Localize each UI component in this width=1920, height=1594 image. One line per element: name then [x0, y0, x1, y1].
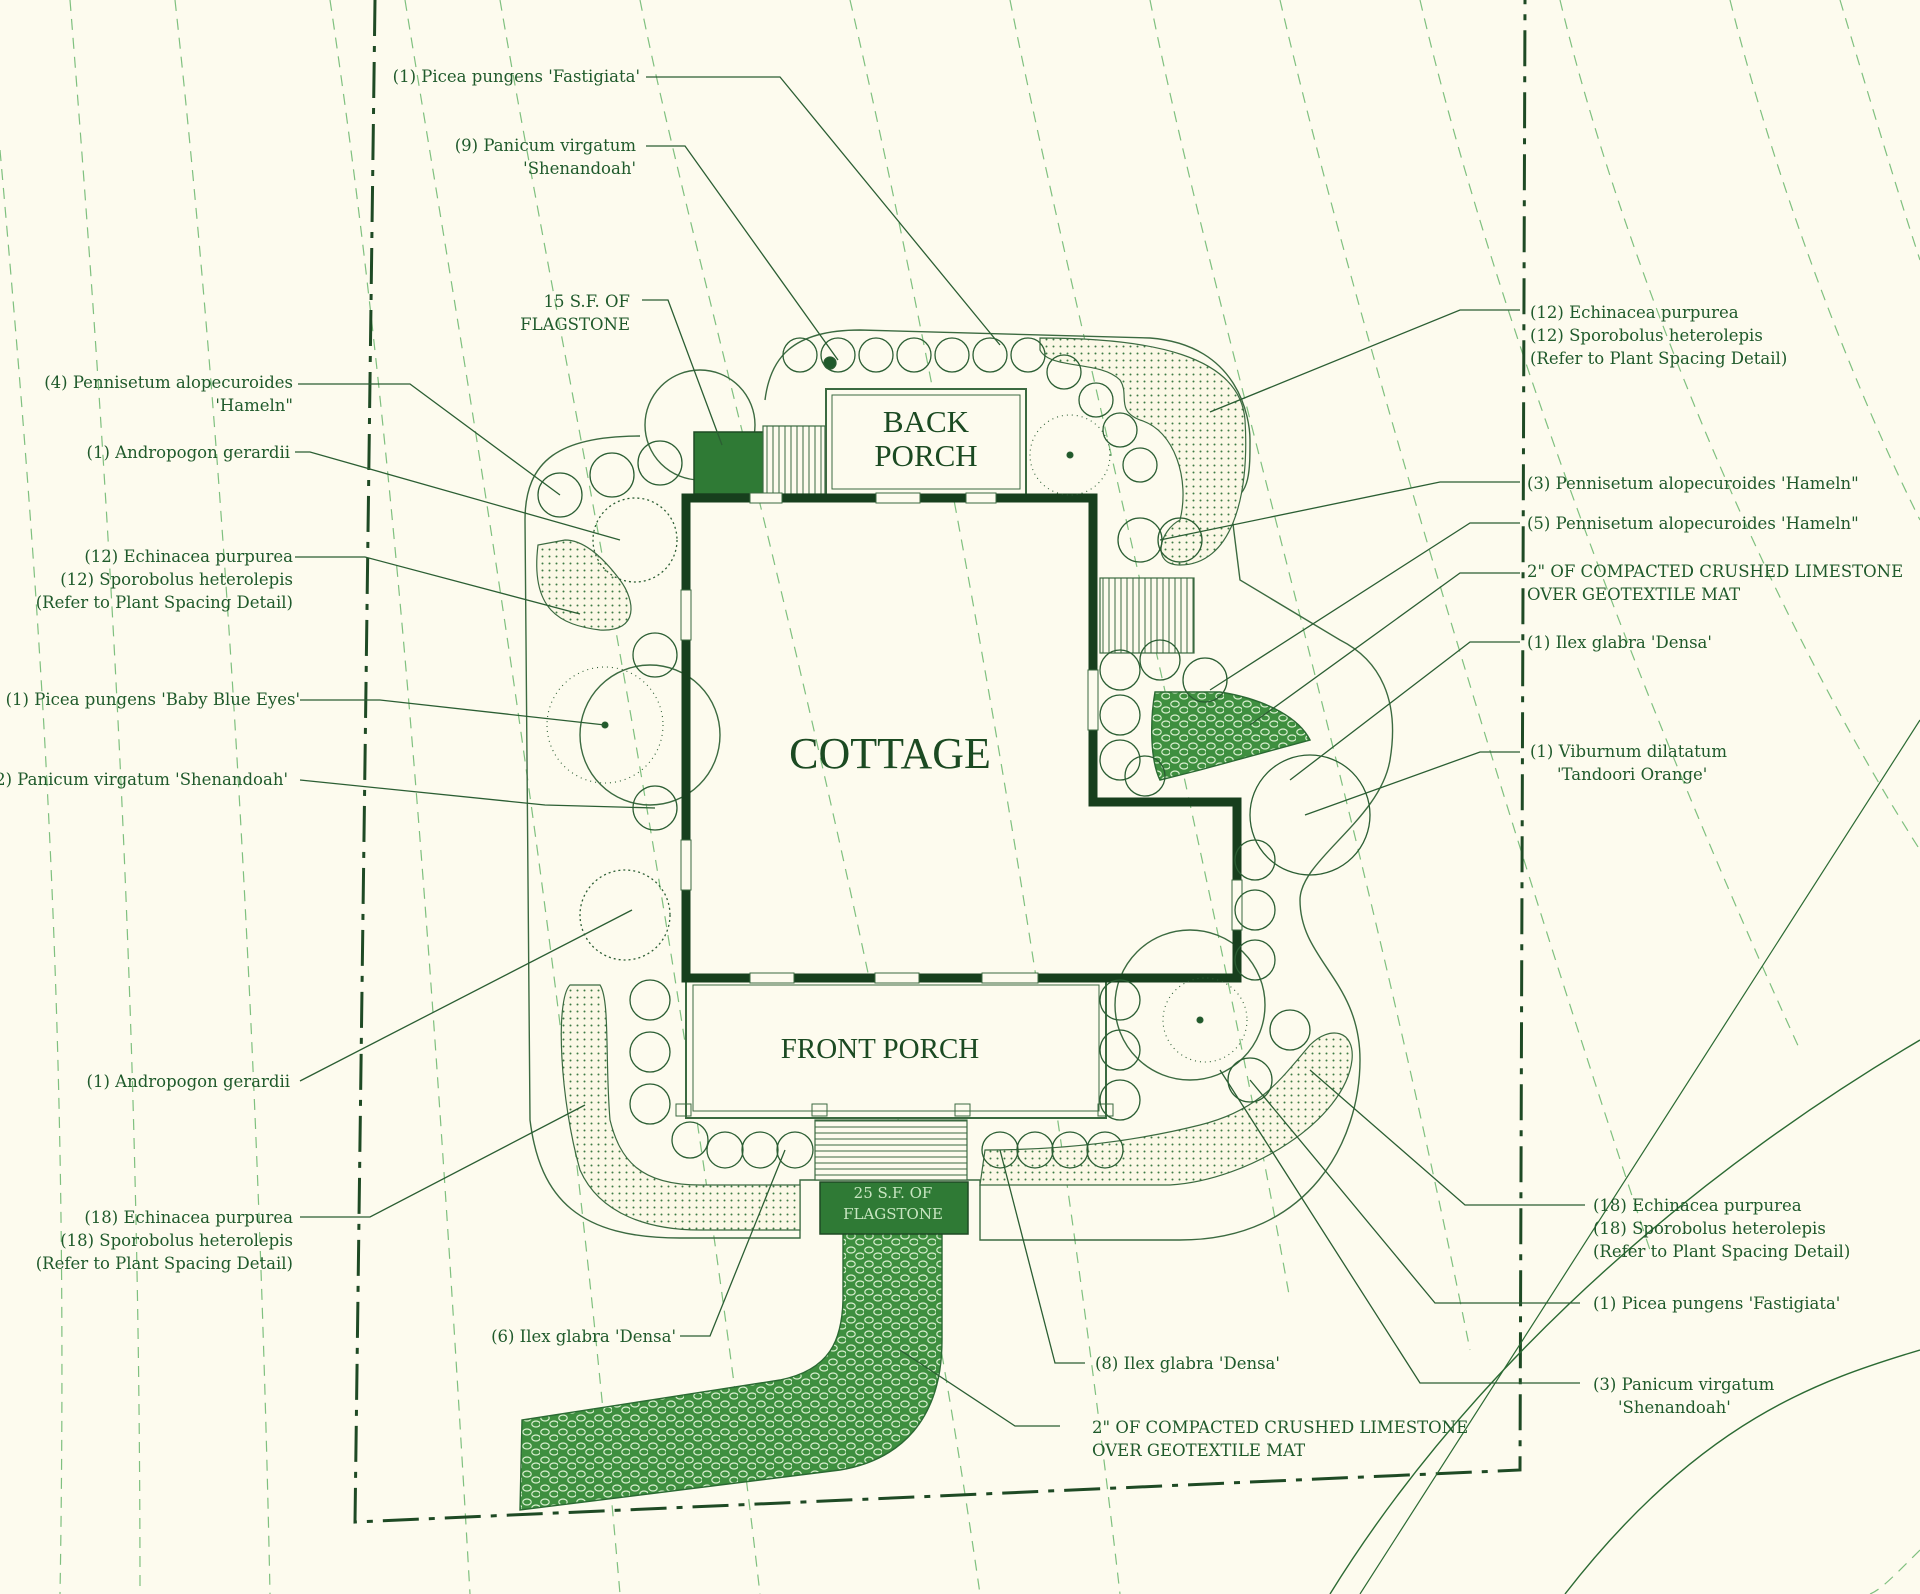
cottage-label: COTTAGE: [789, 729, 991, 778]
label-echinacea18-right-3: (Refer to Plant Spacing Detail): [1593, 1242, 1850, 1261]
label-fastigiata-right: (1) Picea pungens 'Fastigiata': [1593, 1294, 1840, 1313]
label-andropogon-bottom: (1) Andropogon gerardii: [87, 1072, 290, 1091]
label-pennisetum4-2: 'Hameln": [215, 396, 293, 415]
label-panicum3-2: 'Shenandoah': [1618, 1398, 1731, 1417]
label-andropogon-top: (1) Andropogon gerardii: [87, 443, 290, 462]
label-echinacea18-left-1: (18) Echinacea purpurea: [84, 1208, 293, 1227]
label-echinacea18-left-2: (18) Sporobolus heterolepis: [60, 1231, 293, 1250]
cottage-walls: [680, 492, 1243, 984]
label-viburnum-1: (1) Viburnum dilatatum: [1530, 742, 1727, 761]
side-steps: [1099, 577, 1195, 654]
right-plant-labels: (12) Echinacea purpurea (12) Sporobolus …: [1527, 303, 1903, 1417]
label-panicum9-1: (9) Panicum virgatum: [455, 136, 637, 155]
label-pennisetum5: (5) Pennisetum alopecuroides 'Hameln": [1527, 514, 1859, 533]
label-echinacea12-right-1: (12) Echinacea purpurea: [1530, 303, 1739, 322]
label-echinacea12-left-1: (12) Echinacea purpurea: [84, 547, 293, 566]
label-echinacea18-right-1: (18) Echinacea purpurea: [1593, 1196, 1802, 1215]
label-ilex1: (1) Ilex glabra 'Densa': [1527, 633, 1712, 652]
label-panicum3-1: (3) Panicum virgatum: [1593, 1375, 1775, 1394]
label-ilex8: (8) Ilex glabra 'Densa': [1095, 1354, 1280, 1373]
label-panicum2: (2) Panicum virgatum 'Shenandoah': [0, 770, 288, 789]
label-limestone-right-2: OVER GEOTEXTILE MAT: [1527, 585, 1740, 604]
flagstone-back-label-2: FLAGSTONE: [520, 315, 630, 334]
label-pennisetum4-1: (4) Pennisetum alopecuroides: [44, 373, 293, 392]
flagstone-pad-front: [819, 1181, 969, 1235]
label-limestone-bottom-2: OVER GEOTEXTILE MAT: [1092, 1441, 1305, 1460]
label-ilex6: (6) Ilex glabra 'Densa': [491, 1327, 676, 1346]
leader-lines: [295, 76, 1585, 1427]
label-limestone-right-1: 2" OF COMPACTED CRUSHED LIMESTONE: [1527, 562, 1903, 581]
back-porch-label-1: BACK: [883, 404, 970, 439]
shrub-symbols-right: [981, 517, 1371, 1169]
label-echinacea12-left-3: (Refer to Plant Spacing Detail): [36, 593, 293, 612]
back-porch-label-2: PORCH: [874, 438, 977, 473]
planting-bed-outline: [524, 329, 1394, 1241]
flagstone-pad-back: [693, 431, 765, 495]
label-pennisetum3: (3) Pennisetum alopecuroides 'Hameln": [1527, 474, 1859, 493]
label-echinacea18-left-3: (Refer to Plant Spacing Detail): [36, 1254, 293, 1273]
label-echinacea12-left-2: (12) Sporobolus heterolepis: [60, 570, 293, 589]
limestone-path: [519, 691, 1312, 1511]
front-porch-label: FRONT PORCH: [781, 1033, 980, 1065]
echinacea-beds: [536, 337, 1353, 1231]
flagstone-back-label-1: 15 S.F. OF: [543, 292, 630, 311]
label-echinacea18-right-2: (18) Sporobolus heterolepis: [1593, 1219, 1826, 1238]
label-echinacea12-right-3: (Refer to Plant Spacing Detail): [1530, 349, 1787, 368]
label-picea-baby-blue: (1) Picea pungens 'Baby Blue Eyes': [6, 690, 300, 709]
flagstone-front-label-2: FLAGSTONE: [843, 1205, 943, 1223]
property-boundary: [353, 0, 1920, 1594]
left-plant-labels: (1) Picea pungens 'Fastigiata' (9) Panic…: [0, 67, 1468, 1460]
label-viburnum-2: 'Tandoori Orange': [1557, 765, 1707, 784]
label-limestone-bottom-1: 2" OF COMPACTED CRUSHED LIMESTONE: [1092, 1418, 1468, 1437]
label-echinacea12-right-2: (12) Sporobolus heterolepis: [1530, 326, 1763, 345]
label-panicum9-2: 'Shenandoah': [523, 159, 636, 178]
shrub-symbols-left: [537, 440, 814, 1169]
panicum-symbol-row: [782, 337, 1158, 483]
back-porch: [762, 388, 1027, 496]
label-fastigiata-top: (1) Picea pungens 'Fastigiata': [393, 67, 640, 86]
flagstone-front-label-1: 25 S.F. OF: [854, 1184, 933, 1202]
